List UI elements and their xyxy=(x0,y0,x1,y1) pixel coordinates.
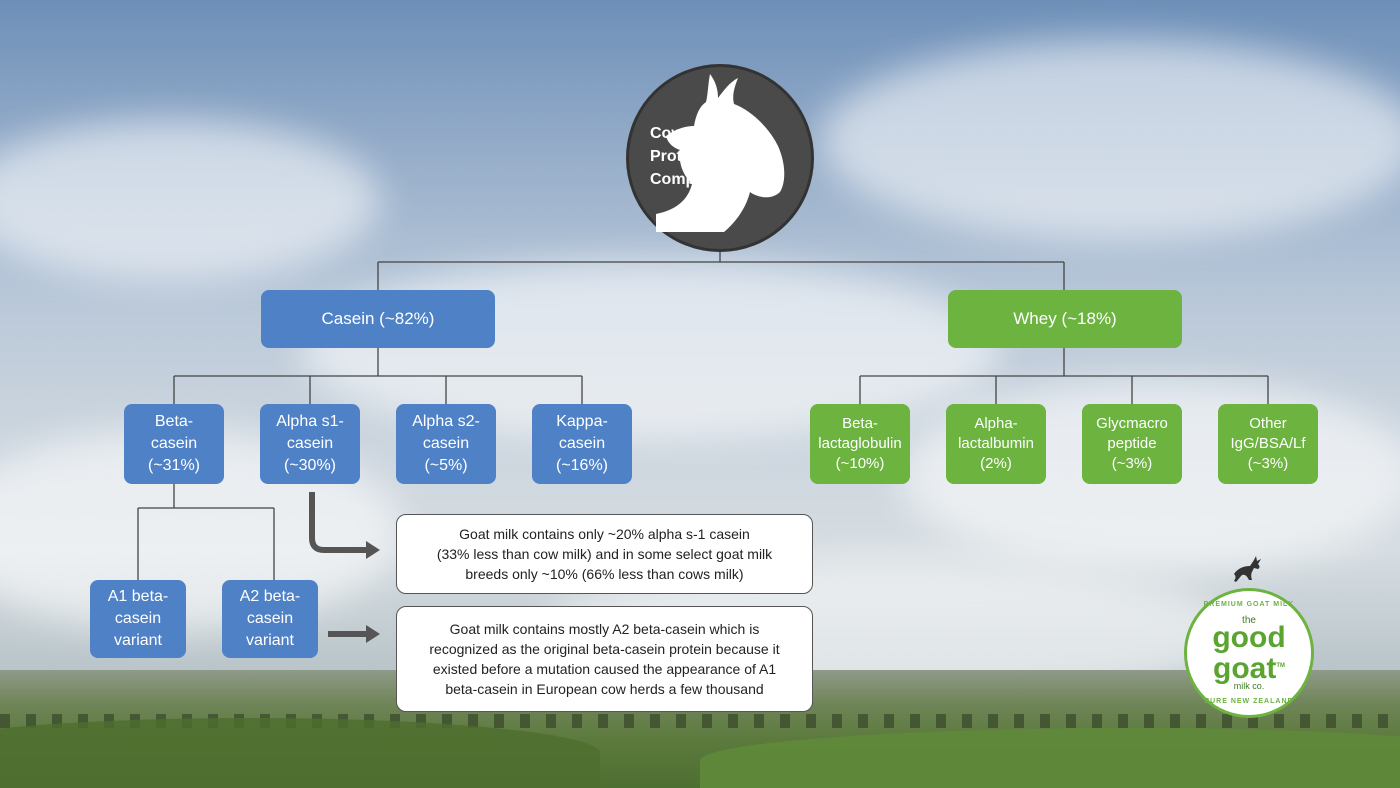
alpha-s1-casein-node: Alpha s1-casein(~30%) xyxy=(260,404,360,484)
beta-casein-node: Beta-casein(~31%) xyxy=(124,404,224,484)
cow-head-icon xyxy=(656,74,785,232)
landscape-hills xyxy=(0,670,1400,788)
root-node-label: Cow’s Milk Protein Composition xyxy=(650,125,748,188)
casein-node: Casein (~82%) xyxy=(261,290,495,348)
good-goat-logo: PREMIUM GOAT MILK the good goatTM milk c… xyxy=(1184,588,1314,718)
beta-lactaglobulin-node: Beta-lactaglobulin(~10%) xyxy=(810,404,910,484)
kappa-casein-node: Kappa-casein(~16%) xyxy=(532,404,632,484)
whey-node: Whey (~18%) xyxy=(948,290,1182,348)
alpha-s1-note: Goat milk contains only ~20% alpha s-1 c… xyxy=(396,514,813,594)
alpha-s2-casein-node: Alpha s2-casein(~5%) xyxy=(396,404,496,484)
root-node-cow xyxy=(626,64,814,252)
a2-beta-casein-note: Goat milk contains mostly A2 beta-casein… xyxy=(396,606,813,712)
leaping-goat-icon xyxy=(1234,556,1261,582)
alpha-lactalbumin-node: Alpha-lactalbumin(2%) xyxy=(946,404,1046,484)
